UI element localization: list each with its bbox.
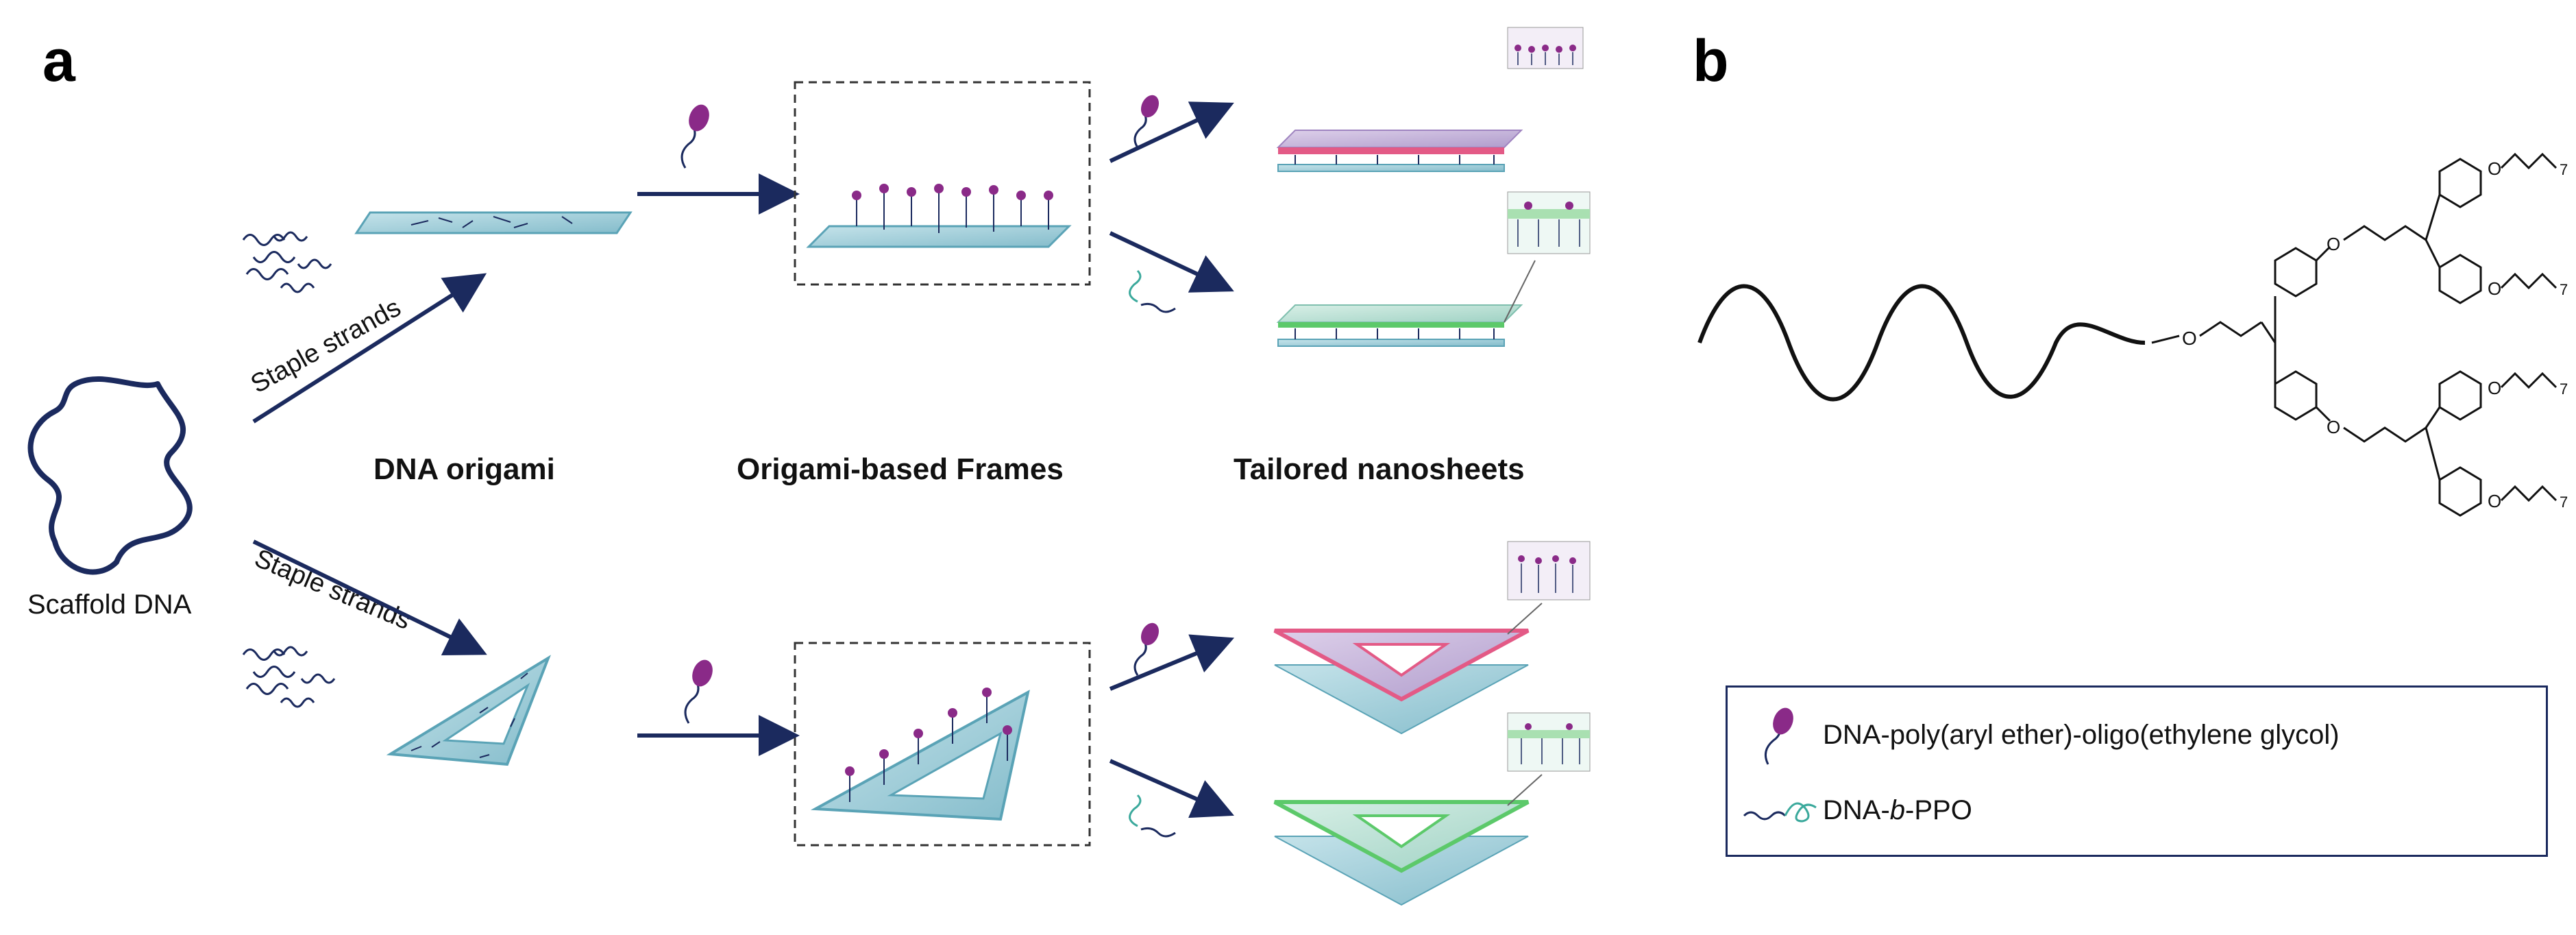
ether-oxygens: O O O O O O bbox=[2327, 158, 2501, 511]
panel-a-label: a bbox=[42, 28, 75, 94]
legend-ppo-suffix: -PPO bbox=[1905, 795, 1972, 825]
dna-strand-wave bbox=[1697, 284, 2146, 402]
legend-icon-dna-b-ppo bbox=[1743, 802, 1817, 823]
nanosheet-triangle-purple bbox=[1273, 603, 1543, 735]
svg-text:O: O bbox=[2488, 378, 2501, 398]
legend-dna-prefix: DNA- bbox=[1823, 795, 1890, 825]
svg-text:O: O bbox=[2488, 278, 2501, 299]
arrow-to-square-origami bbox=[252, 273, 487, 424]
svg-text:O: O bbox=[2488, 491, 2501, 511]
triangle-frame bbox=[810, 688, 1030, 821]
svg-text:7: 7 bbox=[2560, 494, 2568, 511]
svg-text:O: O bbox=[2327, 417, 2340, 437]
zoom-detail-1 bbox=[1507, 27, 1584, 69]
arrow-to-sheet-2 bbox=[1109, 231, 1234, 293]
nanosheet-triangle-green bbox=[1273, 774, 1543, 906]
frame-box-top bbox=[794, 81, 1091, 286]
arrow-to-sheet-1 bbox=[1109, 101, 1234, 163]
legend-label-amphiphile: DNA-poly(aryl ether)-oligo(ethylene glyc… bbox=[1823, 720, 2340, 750]
arrow-to-sheet-4 bbox=[1109, 759, 1234, 818]
amphiphile-icon-top bbox=[680, 104, 709, 169]
nanosheet-square-purple bbox=[1276, 130, 1523, 172]
dna-b-ppo-icon-branch-bottom bbox=[1129, 794, 1176, 838]
scaffold-dna-label: Scaffold DNA bbox=[27, 590, 192, 620]
legend-label-dna-b-ppo: DNA-b-PPO bbox=[1823, 795, 1972, 826]
amphiphile-icon-branch-bottom bbox=[1133, 622, 1160, 676]
legend-b-italic: b bbox=[1889, 795, 1906, 825]
zoom-detail-2 bbox=[1507, 191, 1591, 254]
legend-icon-amphiphile bbox=[1764, 707, 1793, 765]
dna-b-ppo-icon-branch-top bbox=[1129, 269, 1176, 313]
oeg-subscripts: 7 7 7 7 bbox=[2560, 161, 2568, 511]
panel-a-schematic bbox=[27, 27, 1591, 906]
arrow-to-sheet-3 bbox=[1109, 634, 1235, 691]
linker-oxygen: O bbox=[2182, 328, 2197, 349]
amphiphile-icon-bottom bbox=[684, 659, 713, 724]
oeg-tails bbox=[2500, 152, 2557, 502]
dendron-core bbox=[2260, 158, 2482, 517]
triangle-origami bbox=[386, 655, 551, 766]
chemical-structure: O O O O O O O bbox=[1697, 152, 2568, 517]
svg-text:O: O bbox=[2327, 234, 2340, 254]
scaffold-dna-loop bbox=[27, 376, 193, 575]
nanosheet-square-green bbox=[1276, 260, 1536, 347]
panel-b-label: b bbox=[1693, 28, 1729, 94]
amphiphile-icon-branch-top bbox=[1133, 95, 1160, 148]
square-frame bbox=[806, 184, 1072, 248]
tailored-nanosheets-label: Tailored nanosheets bbox=[1234, 452, 1525, 486]
staple-strands-bottom bbox=[242, 646, 336, 708]
svg-text:7: 7 bbox=[2560, 161, 2568, 178]
legend-box bbox=[1726, 685, 2548, 857]
svg-text:O: O bbox=[2488, 158, 2501, 179]
svg-text:7: 7 bbox=[2560, 380, 2568, 398]
origami-frames-label: Origami-based Frames bbox=[737, 452, 1064, 486]
dna-origami-label: DNA origami bbox=[373, 452, 555, 486]
frame-box-bottom bbox=[794, 642, 1091, 847]
zoom-detail-4 bbox=[1507, 712, 1591, 772]
square-origami bbox=[354, 211, 633, 234]
arrow-to-triangle-origami bbox=[252, 539, 487, 656]
staple-strands-top bbox=[242, 231, 332, 293]
svg-text:7: 7 bbox=[2560, 281, 2568, 298]
zoom-detail-3 bbox=[1507, 541, 1591, 600]
